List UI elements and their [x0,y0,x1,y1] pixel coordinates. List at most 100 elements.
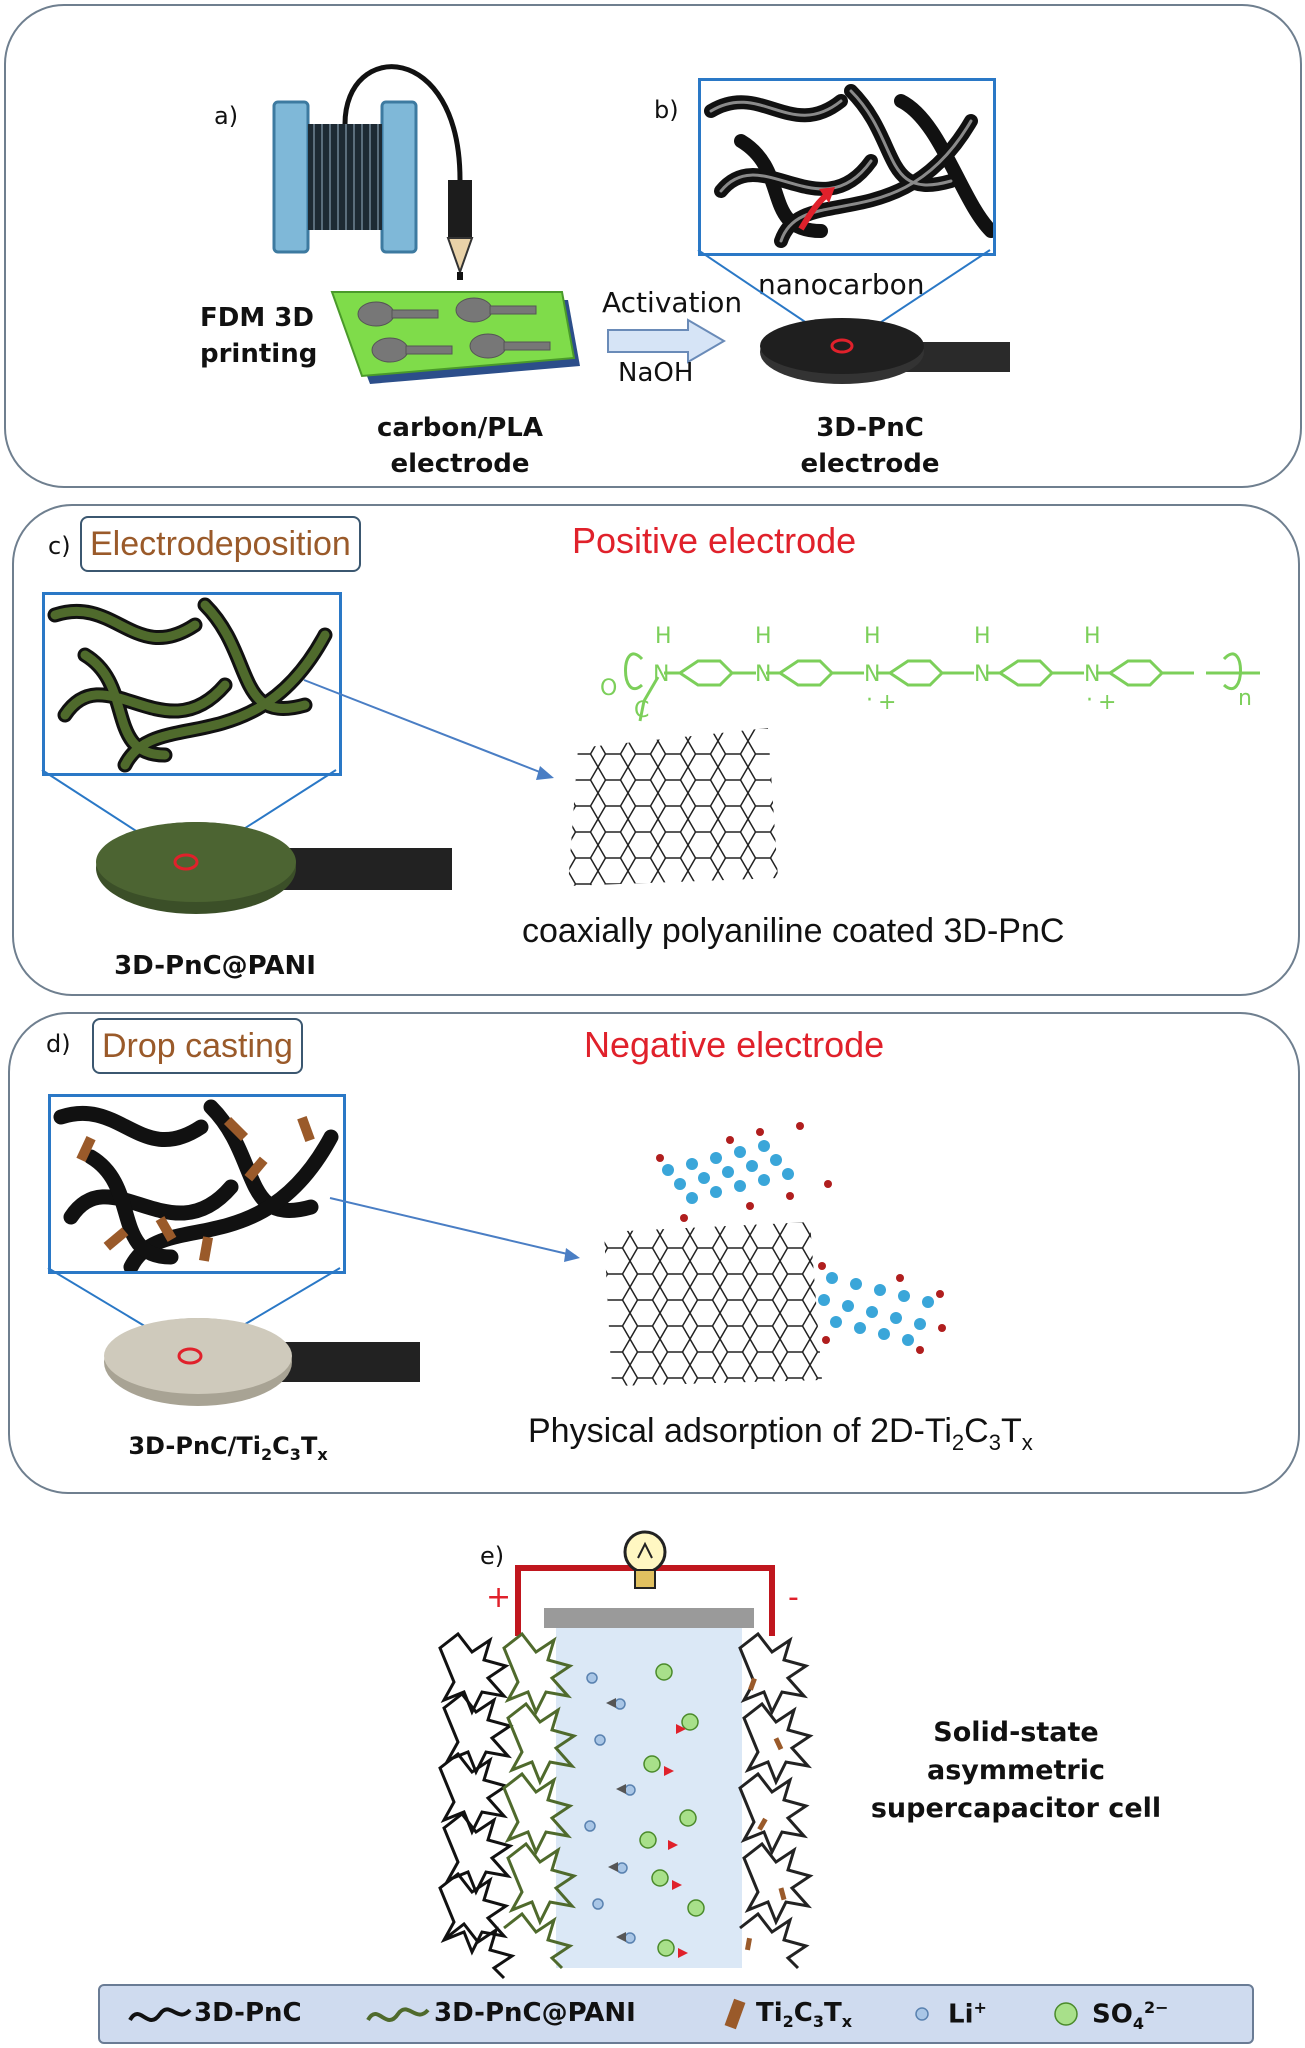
zoom-nanocarbon [698,78,996,256]
label-a: a) [214,102,239,130]
lightbulb-icon [623,1530,667,1589]
legend-mxene-sub3: x [841,2012,853,2032]
carbon-pla-line1: carbon/PLA [376,413,543,443]
legend-so4-sup: 2− [1143,1998,1169,2017]
mxene-caption-sub2: 3 [289,1444,301,1464]
pnc-disk-electrode [760,318,1010,384]
legend-li-text: Li [948,1999,974,2030]
fdm-line1: FDM 3D [200,303,314,333]
mxene-network [53,1099,339,1271]
mxene-caption-t: T [300,1432,318,1460]
mxene-caption: 3D-PnC/Ti2C3Tx [108,1428,348,1473]
negative-description-sub2: 3 [988,1429,1001,1455]
pnc-line2: electrode [800,449,940,479]
label-b: b) [654,96,679,124]
chem-h2: H [755,624,772,649]
chem-n2: N [755,662,771,687]
mxene-caption-main: 3D-PnC/Ti [128,1432,262,1460]
label-c: c) [48,532,71,560]
positive-electrode-title: Positive electrode [572,520,857,561]
negative-description-t: T [1000,1412,1022,1450]
legend-mxene-sub2: 3 [812,2012,825,2032]
legend-so4-icon [1054,2002,1078,2026]
chem-dot2: · [1086,688,1093,713]
mxene-caption-sub3: x [317,1444,328,1464]
carbon-pla-caption: carbon/PLA electrode [360,410,560,482]
printed-plate [330,291,580,384]
chem-plus2: + [1098,690,1116,715]
legend-pnc-icon [128,2007,192,2022]
activation-arrow-icon [607,318,726,364]
chem-plus1: + [878,690,896,715]
supercapacitor-cell [438,1530,814,1980]
legend-mxene-t: T [824,1998,842,2028]
legend-mxene-sub1: 2 [782,2012,794,2032]
cell-caption: Solid-state asymmetric supercapacitor ce… [856,1714,1176,1828]
legend-mxene-c: C [793,1998,813,2028]
pani-network [47,597,333,773]
cell-line2: supercapacitor cell [870,1793,1162,1824]
negative-description-c: C [964,1412,989,1450]
chem-n4: N [974,662,990,687]
mxene-flake-top [652,1118,832,1224]
carbon-pla-line2: electrode [390,449,530,479]
mxene-flake-right [818,1262,946,1354]
label-d: d) [46,1030,71,1058]
negative-electrode-title: Negative electrode [584,1024,885,1065]
legend-mxene-main: Ti [756,1998,783,2028]
graphene-with-mxene [604,1118,946,1386]
chem-n5: N [1084,662,1100,687]
pnc-caption: 3D-PnC electrode [760,410,980,482]
fdm-line2: printing [200,339,318,369]
chem-h1: H [655,624,672,649]
chem-n1: N [653,662,669,687]
legend-so4: SO42− [1092,1998,1169,2033]
negative-description-main: Physical adsorption of 2D-Ti [528,1412,952,1450]
label-e: e) [480,1542,505,1570]
chem-n3: N [864,662,880,687]
chem-c: C [634,698,649,723]
panel-fabrication [4,4,1302,488]
legend-li: Li+ [948,1998,987,2030]
negative-description-sub3: x [1021,1429,1033,1455]
zoom-mxene-network [48,1094,346,1274]
pani-caption: 3D-PnC@PANI [114,951,316,981]
pointer-arrow-d [329,1197,580,1262]
zoom-pani-network [42,592,342,776]
pointer-arrow-c [303,679,554,780]
legend-pani-icon [366,2007,430,2022]
method-drop-casting: Drop casting [92,1018,303,1074]
legend-pani: 3D-PnC@PANI [434,1998,636,2028]
chem-h4: H [974,624,991,649]
chem-o: O [600,676,617,701]
legend-so4-text: SO [1092,1999,1133,2030]
polyaniline-structure: H N O C H N H N · + H N H N · + n [600,624,1260,723]
legend: 3D-PnC 3D-PnC@PANI Ti2C3Tx Li+ SO42− [98,1984,1254,2044]
legend-li-icon [915,2007,929,2021]
nanocarbon-label: nanocarbon [758,268,925,301]
legend-li-sup: + [973,1998,987,2017]
method-electrodeposition: Electrodeposition [80,516,361,572]
negative-description: Physical adsorption of 2D-Ti2C3Tx [528,1412,1033,1456]
minus-terminal: - [788,1580,799,1615]
legend-mxene: Ti2C3Tx [756,1998,852,2031]
mxene-caption-sub1: 2 [261,1444,273,1464]
legend-pnc: 3D-PnC [194,1998,302,2028]
fdm-caption: FDM 3D printing [200,300,340,372]
pani-disk-electrode [96,822,452,914]
graphene-sheet [568,728,778,886]
chem-dot1: · [866,688,873,713]
legend-mxene-icon [724,1998,746,2030]
cell-line1: Solid-state asymmetric [927,1717,1105,1786]
chem-h5: H [1084,624,1101,649]
naoh-label: NaOH [618,358,694,388]
nanocarbon-network [704,84,993,248]
mxene-disk-electrode [104,1318,420,1406]
activation-label: Activation [602,286,743,319]
chem-n-sub: n [1238,686,1252,711]
positive-description: coaxially polyaniline coated 3D-PnC [522,912,1065,950]
negative-description-sub1: 2 [951,1429,965,1455]
mxene-caption-c: C [272,1432,290,1460]
pnc-line1: 3D-PnC [816,413,924,443]
plus-terminal: + [486,1580,512,1615]
